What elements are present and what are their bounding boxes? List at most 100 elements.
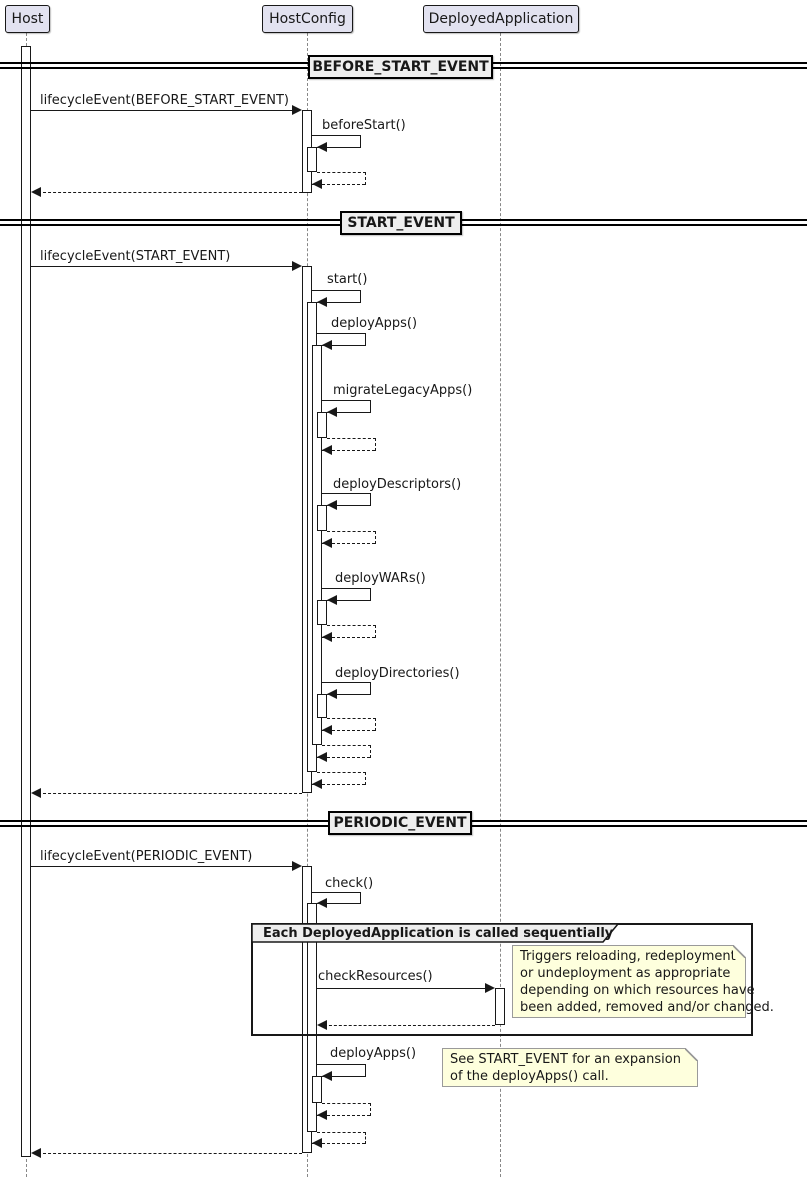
arrowhead-left-icon (317, 752, 327, 762)
selfreturn-deploywars (327, 625, 376, 638)
arrowhead-left-icon (327, 500, 337, 510)
note-fold-icon (733, 945, 746, 958)
arrowhead-left-icon (31, 187, 41, 197)
note-deployapps: See START_EVENT for an expansion of the … (442, 1048, 698, 1087)
selfreturn-start (317, 772, 366, 785)
selfreturn-deployapps (322, 745, 371, 758)
selfreturn-check-foot (312, 1143, 365, 1144)
note-checkresources: Triggers reloading, redeployment or unde… (512, 945, 774, 1018)
arrowhead-left-icon (327, 689, 337, 699)
participant-hostconfig: HostConfig (262, 5, 353, 33)
arrowhead-left-icon (317, 142, 327, 152)
message-label-deploydirectories: deployDirectories() (335, 666, 460, 681)
arrowhead-left-icon (317, 898, 327, 908)
activation-deployedapplication (495, 988, 505, 1025)
selfreturn-beforestart (317, 172, 366, 185)
participant-deployedapplication: DeployedApplication (423, 5, 579, 33)
message-label-lifecycle-start: lifecycleEvent(START_EVENT) (40, 249, 231, 264)
activation-migratelegacyapps (317, 412, 327, 438)
lifeline-deployedapplication (500, 33, 501, 1177)
divider-before-start-event: BEFORE_START_EVENT (308, 55, 493, 79)
message-label-lifecycle-before-start: lifecycleEvent(BEFORE_START_EVENT) (40, 93, 289, 108)
message-label-checkresources: checkResources() (318, 969, 433, 984)
selfcall-start-foot (317, 302, 360, 303)
note-line: or undeployment as appropriate (520, 966, 731, 981)
return-line-before-start (38, 192, 302, 193)
selfcall-deploywars-foot (327, 600, 370, 601)
selfreturn-deployapps-foot (317, 757, 370, 758)
arrowhead-left-icon (317, 1110, 327, 1120)
arrowhead-right-icon (292, 261, 302, 271)
selfcall-deploydescriptors (322, 493, 371, 506)
selfcall-check (312, 892, 361, 904)
note-fold-icon (685, 1048, 698, 1061)
arrowhead-left-icon (31, 1148, 41, 1158)
return-line-periodic (38, 1153, 302, 1154)
message-line-lifecycle-periodic (31, 866, 292, 867)
arrowhead-left-icon (322, 538, 332, 548)
participant-host: Host (5, 5, 50, 33)
message-label-deploywars: deployWARs() (335, 571, 426, 586)
arrowhead-right-icon (292, 105, 302, 115)
arrowhead-left-icon (312, 1138, 322, 1148)
message-label-deployapps-periodic: deployApps() (330, 1046, 417, 1061)
selfcall-deployapps-periodic (317, 1064, 366, 1077)
selfcall-check-foot (317, 903, 360, 904)
selfreturn-migratelegacyapps-foot (322, 450, 375, 451)
message-label-beforestart: beforeStart() (322, 118, 406, 133)
arrowhead-left-icon (312, 779, 322, 789)
arrowhead-left-icon (317, 297, 327, 307)
arrowhead-left-icon (327, 595, 337, 605)
activation-deploydescriptors (317, 505, 327, 531)
selfcall-deployapps-foot (322, 345, 365, 346)
note-line: been added, removed and/or changed. (520, 1000, 774, 1015)
selfcall-migratelegacyapps (322, 400, 371, 413)
activation-deploywars (317, 600, 327, 625)
activation-hostconfig-check (307, 903, 317, 1132)
selfreturn-deployapps-periodic-foot (317, 1115, 370, 1116)
activation-hostconfig-beforestart (307, 147, 317, 172)
selfcall-deploydirectories-foot (327, 694, 370, 695)
selfreturn-deploydescriptors-foot (322, 543, 375, 544)
selfcall-deploywars (322, 588, 371, 601)
arrowhead-left-icon (317, 1020, 327, 1030)
selfcall-deployapps-periodic-foot (322, 1076, 365, 1077)
message-label-deploydescriptors: deployDescriptors() (333, 477, 462, 492)
arrowhead-left-icon (322, 725, 332, 735)
selfreturn-deploydirectories (327, 718, 376, 731)
arrowhead-left-icon (31, 788, 41, 798)
selfreturn-deploywars-foot (322, 637, 375, 638)
group-header-shape (252, 924, 619, 943)
arrowhead-left-icon (322, 1071, 332, 1081)
activation-hostconfig-deployapps2 (312, 1076, 322, 1103)
selfreturn-beforestart-foot (312, 184, 365, 185)
message-line-checkresources (317, 988, 485, 989)
selfreturn-deploydescriptors (327, 531, 376, 544)
note-line: depending on which resources have (520, 983, 755, 998)
selfcall-start (312, 290, 361, 303)
arrowhead-left-icon (322, 340, 332, 350)
selfcall-migratelegacyapps-foot (327, 412, 370, 413)
selfreturn-deploydirectories-foot (322, 730, 375, 731)
activation-hostconfig-deployapps (312, 345, 322, 745)
return-line-checkresources (324, 1025, 495, 1026)
arrowhead-left-icon (322, 632, 332, 642)
arrowhead-left-icon (327, 407, 337, 417)
note-line: Triggers reloading, redeployment (520, 949, 736, 964)
selfcall-deploydirectories (322, 682, 371, 695)
divider-start-event: START_EVENT (340, 211, 462, 235)
divider-periodic-event: PERIODIC_EVENT (328, 811, 472, 835)
activation-deploydirectories (317, 694, 327, 718)
arrowhead-right-icon (485, 983, 495, 993)
arrowhead-left-icon (322, 445, 332, 455)
message-line-lifecycle-before-start (31, 110, 292, 111)
return-line-start (38, 793, 302, 794)
activation-host (21, 46, 31, 1157)
selfreturn-check (317, 1132, 366, 1144)
message-label-migratelegacyapps: migrateLegacyApps() (333, 383, 473, 398)
selfcall-deploydescriptors-foot (327, 505, 370, 506)
message-line-lifecycle-start (31, 266, 292, 267)
selfcall-deployapps (317, 333, 366, 346)
selfcall-beforestart-foot (317, 147, 360, 148)
